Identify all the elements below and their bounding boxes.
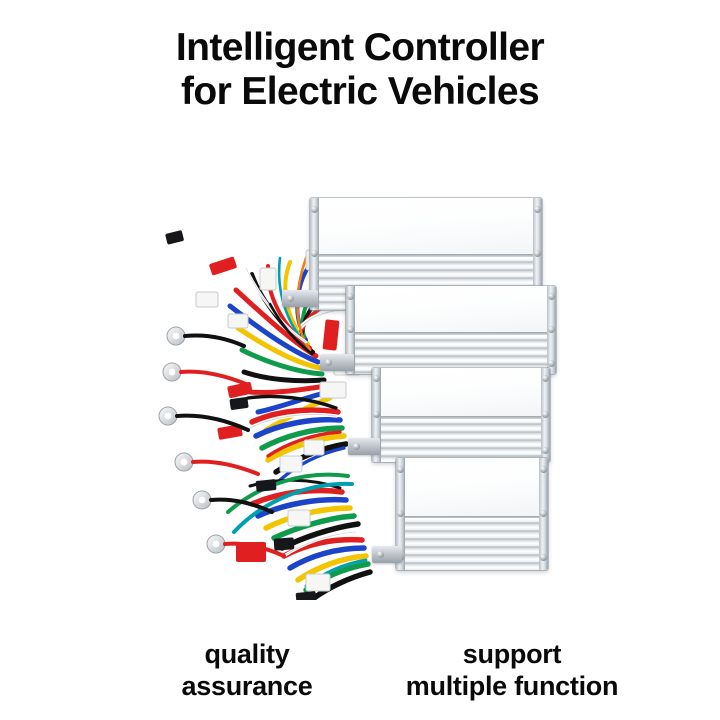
controller-unit-3 xyxy=(372,368,550,462)
caption-right-line-1: support xyxy=(462,639,562,669)
caption-right-line-2: multiple function xyxy=(405,671,619,701)
controller-mounting-ear-2 xyxy=(320,354,354,371)
controller-lid xyxy=(310,198,542,254)
controller-seam xyxy=(310,254,542,257)
controller-side-rail-right xyxy=(547,286,556,374)
page-title: Intelligent Controller for Electric Vehi… xyxy=(0,26,720,114)
controller-mounting-ear-3 xyxy=(348,438,380,455)
controller-lid xyxy=(396,458,548,516)
controller-side-rail-right xyxy=(541,368,550,462)
controller-heatsink-fins xyxy=(372,419,550,462)
controller-seam xyxy=(346,332,556,335)
caption-support-multiple-function: support multiple function xyxy=(378,638,646,702)
controller-heatsink-fins xyxy=(396,518,548,570)
page-title-line-2: for Electric Vehicles xyxy=(180,70,540,113)
caption-quality-assurance: quality assurance xyxy=(122,638,372,702)
controller-side-rail-right xyxy=(539,458,548,570)
controller-mounting-ear-4 xyxy=(372,546,402,563)
product-photo xyxy=(110,140,610,600)
controller-lid xyxy=(346,286,556,332)
controller-unit-2 xyxy=(346,286,556,374)
page-title-line-1: Intelligent Controller xyxy=(175,26,545,69)
controller-seam xyxy=(372,416,550,419)
controller-unit-4 xyxy=(396,458,548,570)
controller-lid xyxy=(372,368,550,416)
controller-mounting-ear-1 xyxy=(282,290,318,307)
controller-heatsink-fins xyxy=(346,335,556,374)
caption-left-line-1: quality xyxy=(204,639,290,669)
caption-left-line-2: assurance xyxy=(181,671,313,701)
controller-seam xyxy=(396,516,548,519)
